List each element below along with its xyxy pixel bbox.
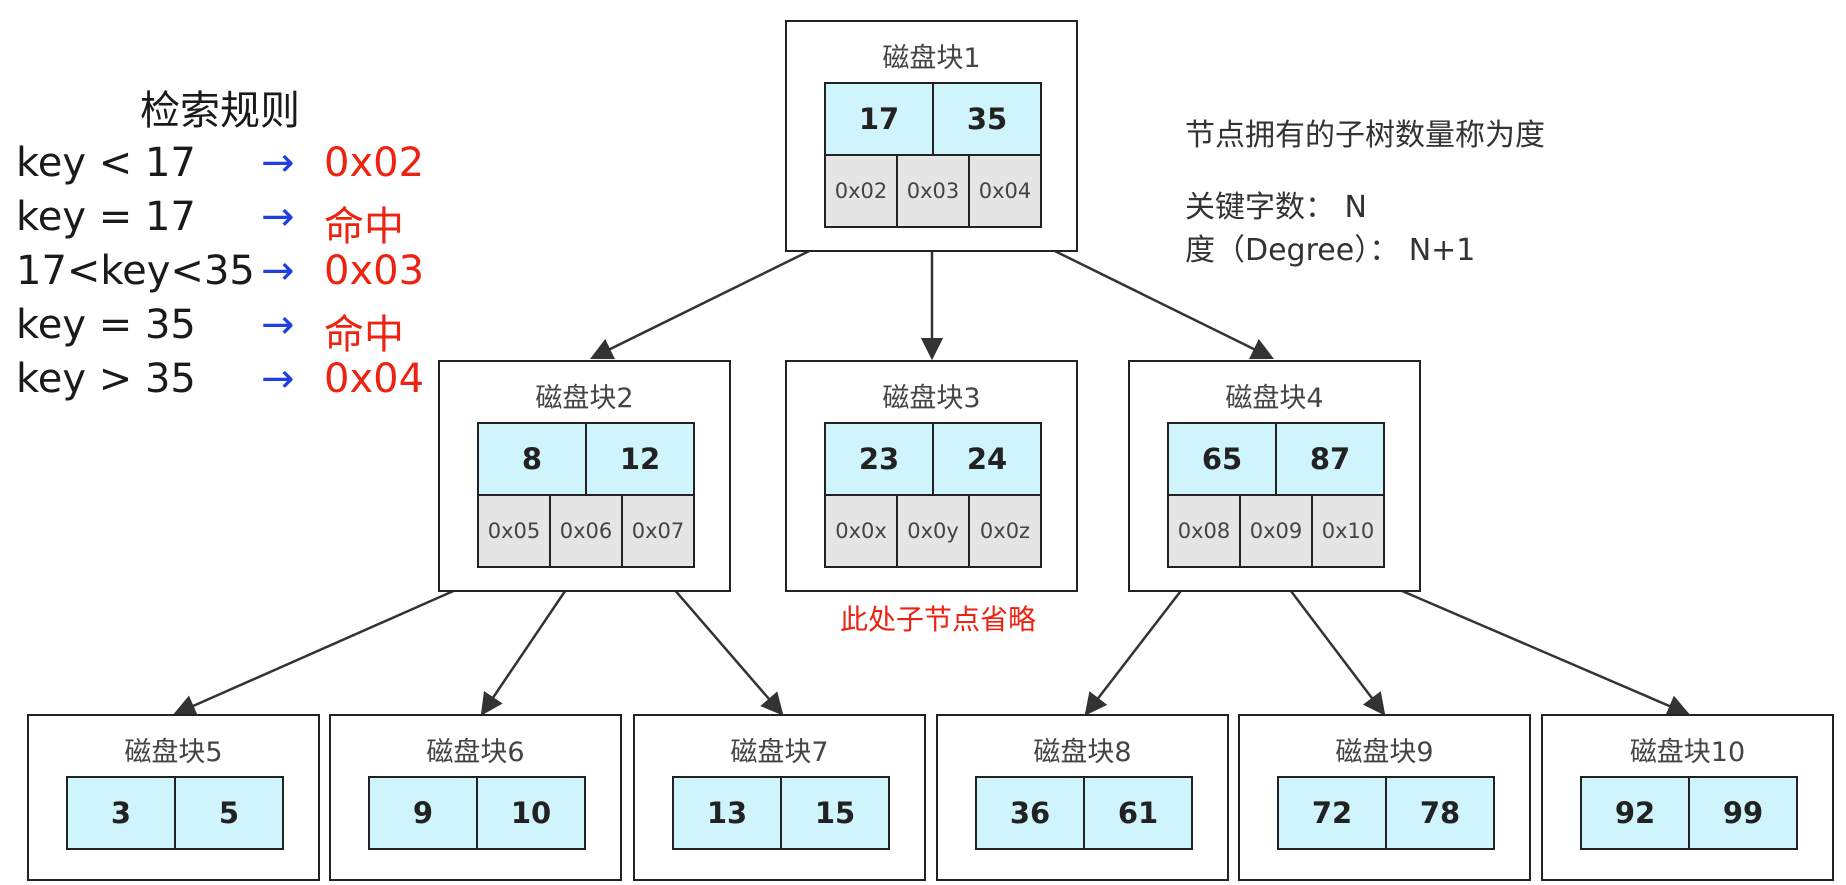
key-cell: 8 (479, 424, 587, 494)
right-arrow-icon: → (261, 356, 295, 402)
key-row: 17 35 (824, 82, 1042, 156)
block-title: 磁盘块7 (730, 737, 829, 768)
key-cell: 72 (1279, 778, 1387, 848)
key-cell: 12 (587, 424, 693, 494)
disk-block-8: 磁盘块8 36 61 (936, 714, 1229, 881)
disk-block-4: 磁盘块4 65 87 0x08 0x09 0x10 (1128, 360, 1421, 592)
key-cell: 78 (1387, 778, 1493, 848)
right-arrow-icon: → (261, 140, 295, 186)
pointer-cell: 0x03 (898, 156, 970, 226)
key-cell: 10 (478, 778, 584, 848)
disk-block-9: 磁盘块9 72 78 (1238, 714, 1531, 881)
key-cell: 99 (1690, 778, 1796, 848)
pointer-cell: 0x09 (1241, 496, 1313, 566)
rule-result: 0x02 (324, 140, 425, 186)
key-row: 23 24 (824, 422, 1042, 496)
rule-result: 命中 (324, 204, 404, 250)
block-title: 磁盘块1 (882, 43, 981, 74)
rule-result: 命中 (324, 312, 404, 358)
block-title: 磁盘块9 (1335, 737, 1434, 768)
right-arrow-icon: → (261, 194, 295, 240)
key-row: 3 5 (66, 776, 284, 850)
pointer-cell: 0x07 (623, 496, 693, 566)
omitted-children-note: 此处子节点省略 (840, 603, 1037, 636)
pointer-cell: 0x10 (1313, 496, 1383, 566)
block-title: 磁盘块8 (1033, 737, 1132, 768)
rule-result: 0x03 (324, 248, 425, 294)
key-cell: 23 (826, 424, 934, 494)
key-cell: 35 (934, 84, 1040, 154)
key-cell: 92 (1582, 778, 1690, 848)
key-row: 92 99 (1580, 776, 1798, 850)
pointer-cell: 0x02 (826, 156, 898, 226)
disk-block-1: 磁盘块1 17 35 0x02 0x03 0x04 (785, 20, 1078, 252)
disk-block-3: 磁盘块3 23 24 0x0x 0x0y 0x0z (785, 360, 1078, 592)
right-arrow-icon: → (261, 248, 295, 294)
key-cell: 36 (977, 778, 1085, 848)
pointer-row: 0x05 0x06 0x07 (477, 496, 695, 568)
rule-condition: 17<key<35 (16, 248, 255, 294)
keycount-note: 关键字数： N (1185, 190, 1367, 225)
pointer-cell: 0x06 (551, 496, 623, 566)
pointer-cell: 0x04 (970, 156, 1040, 226)
key-row: 36 61 (975, 776, 1193, 850)
key-row: 72 78 (1277, 776, 1495, 850)
rule-condition: key > 35 (16, 356, 196, 402)
disk-block-2: 磁盘块2 8 12 0x05 0x06 0x07 (438, 360, 731, 592)
rule-condition: key = 17 (16, 194, 196, 240)
block-title: 磁盘块4 (1225, 383, 1324, 414)
key-row: 65 87 (1167, 422, 1385, 496)
degree-note: 度（Degree）： N+1 (1185, 233, 1476, 268)
key-cell: 61 (1085, 778, 1191, 848)
pointer-cell: 0x08 (1169, 496, 1241, 566)
key-cell: 17 (826, 84, 934, 154)
block-title: 磁盘块3 (882, 383, 981, 414)
pointer-row: 0x02 0x03 0x04 (824, 156, 1042, 228)
right-arrow-icon: → (261, 302, 295, 348)
rule-condition: key < 17 (16, 140, 196, 186)
rule-condition: key = 35 (16, 302, 196, 348)
disk-block-5: 磁盘块5 3 5 (27, 714, 320, 881)
key-row: 8 12 (477, 422, 695, 496)
pointer-cell: 0x05 (479, 496, 551, 566)
pointer-row: 0x0x 0x0y 0x0z (824, 496, 1042, 568)
key-cell: 87 (1277, 424, 1383, 494)
pointer-cell: 0x0y (898, 496, 970, 566)
disk-block-6: 磁盘块6 9 10 (329, 714, 622, 881)
rules-title: 检索规则 (140, 88, 300, 134)
disk-block-10: 磁盘块10 92 99 (1541, 714, 1834, 881)
block-title: 磁盘块10 (1629, 737, 1746, 768)
key-cell: 5 (176, 778, 282, 848)
rule-result: 0x04 (324, 356, 425, 402)
key-cell: 13 (674, 778, 782, 848)
key-cell: 65 (1169, 424, 1277, 494)
key-row: 9 10 (368, 776, 586, 850)
pointer-cell: 0x0x (826, 496, 898, 566)
disk-block-7: 磁盘块7 13 15 (633, 714, 926, 881)
key-cell: 3 (68, 778, 176, 848)
key-cell: 24 (934, 424, 1040, 494)
pointer-cell: 0x0z (970, 496, 1040, 566)
block-title: 磁盘块5 (124, 737, 223, 768)
pointer-row: 0x08 0x09 0x10 (1167, 496, 1385, 568)
block-title: 磁盘块2 (535, 383, 634, 414)
degree-definition-note: 节点拥有的子树数量称为度 (1185, 118, 1545, 153)
key-cell: 15 (782, 778, 888, 848)
key-cell: 9 (370, 778, 478, 848)
key-row: 13 15 (672, 776, 890, 850)
block-title: 磁盘块6 (426, 737, 525, 768)
